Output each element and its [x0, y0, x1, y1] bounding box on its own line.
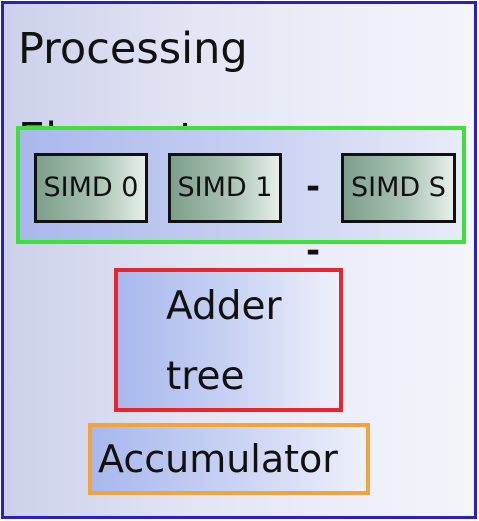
adder-tree-label: Adder tree	[166, 284, 282, 399]
simd-unit-s: SIMD S	[341, 153, 456, 223]
accumulator-box: Accumulator	[88, 423, 370, 495]
adder-tree-box: Adder tree	[114, 268, 343, 412]
simd-group-box: SIMD 0 SIMD 1 - - SIMD S	[16, 126, 466, 271]
simd-unit-0: SIMD 0	[34, 153, 148, 223]
accumulator-label: Accumulator	[98, 437, 338, 481]
simd-unit-1: SIMD 1	[168, 153, 282, 223]
simd-ellipsis: - -	[305, 167, 323, 271]
